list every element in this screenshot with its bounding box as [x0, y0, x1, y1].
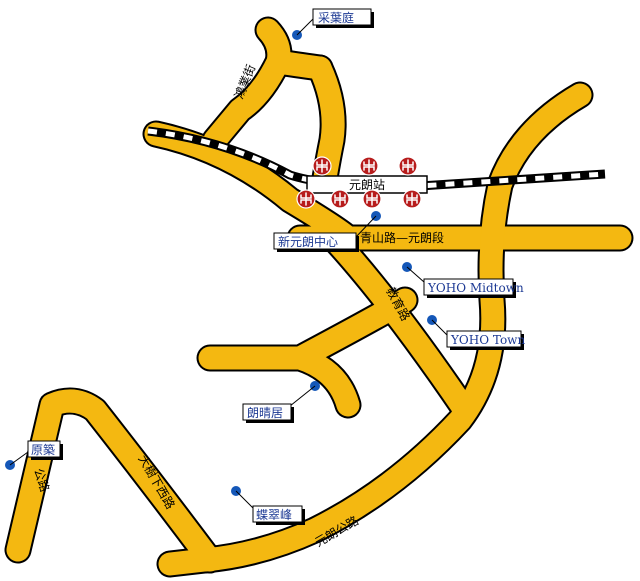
place-label-yuen-chuk: 原築	[31, 442, 55, 457]
mtr-logos	[296, 156, 422, 209]
station-name: 元朗站	[349, 178, 385, 192]
place-butterfly[interactable]: 蝶翠峰	[231, 486, 305, 525]
road-label-yuen-kong: 公路	[31, 466, 53, 493]
road-long-ching-spur	[288, 346, 360, 417]
mtr-logo-icon	[312, 156, 332, 176]
place-label-long-ching: 朗晴居	[247, 406, 283, 420]
mtr-logo-icon	[398, 156, 418, 176]
place-new-yuen-long-centre[interactable]: 新元朗中心	[273, 211, 381, 252]
road-label-castle-peak: 青山路—元朗段	[360, 230, 444, 245]
place-yoho-midtown[interactable]: YOHO Midtown	[402, 262, 524, 298]
place-label-yoho-midtown: YOHO Midtown	[427, 281, 524, 295]
road-yuen-long-highway	[158, 83, 592, 576]
yuen-long-station[interactable]: 元朗站	[306, 175, 428, 194]
place-long-ching[interactable]: 朗晴居	[242, 381, 320, 423]
place-yuen-chuk[interactable]: 原築	[5, 440, 63, 470]
place-yoho-town[interactable]: YOHO Town	[427, 315, 525, 350]
mtr-logo-icon	[402, 189, 422, 209]
roads-outline	[4, 16, 634, 578]
road-hong-yip-st	[203, 18, 291, 152]
road-tai-shu-ha-west	[6, 389, 222, 572]
place-chelsea-court[interactable]: 采葉庭	[292, 8, 374, 40]
place-label-yoho-town: YOHO Town	[450, 333, 525, 347]
place-label-chelsea-court: 采葉庭	[318, 10, 354, 25]
place-label-butterfly: 蝶翠峰	[256, 507, 292, 522]
mtr-logo-icon	[330, 189, 350, 209]
mtr-logo-icon	[362, 189, 382, 209]
mtr-logo-icon	[296, 189, 316, 209]
mtr-logo-icon	[359, 156, 379, 176]
place-label-new-yuen-long-centre: 新元朗中心	[278, 234, 338, 249]
